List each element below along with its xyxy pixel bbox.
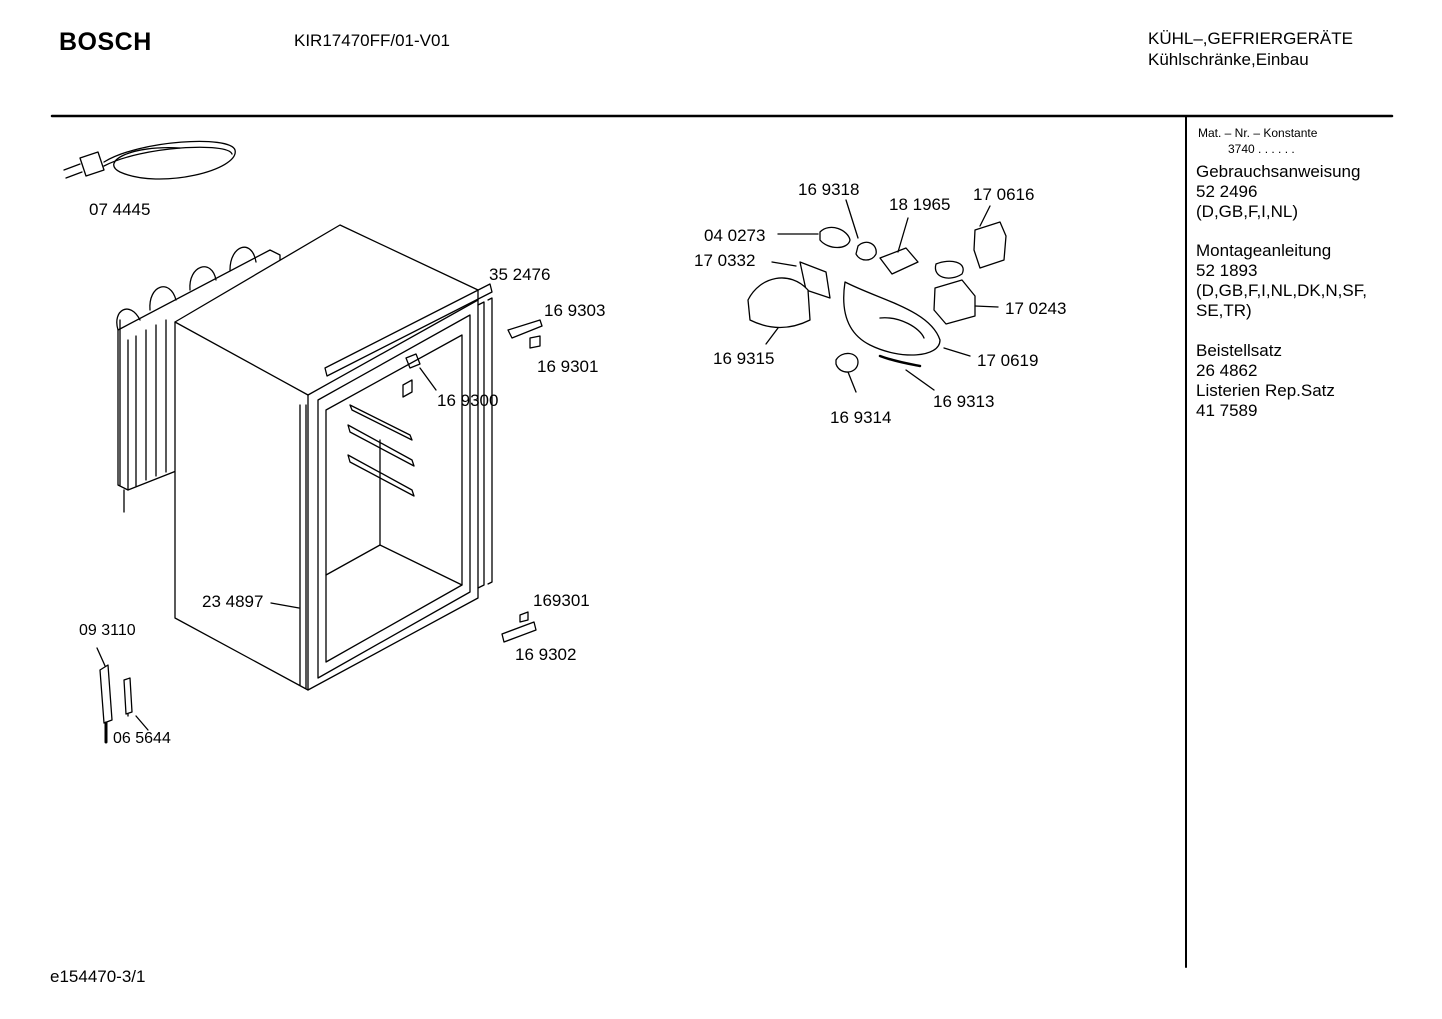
drawing-id: e154470-3/1 xyxy=(50,967,146,986)
part-label: 35 2476 xyxy=(489,265,551,284)
part-label: 16 9313 xyxy=(933,392,995,411)
power-cord-part xyxy=(63,140,236,180)
part-label: 17 0619 xyxy=(977,351,1039,370)
doc-languages-cont: SE,TR) xyxy=(1196,301,1252,320)
part-label: 16 9302 xyxy=(515,645,577,664)
brand-logo: BOSCH xyxy=(59,28,152,56)
category-title: KÜHL–,GEFRIERGERÄTE xyxy=(1148,29,1353,48)
part-label: 04 0273 xyxy=(704,226,766,245)
cabinet-part xyxy=(174,224,493,691)
part-label: 16 9314 xyxy=(830,408,892,427)
doc-title: Listerien Rep.Satz xyxy=(1196,381,1335,400)
doc-languages: (D,GB,F,I,NL,DK,N,SF, xyxy=(1196,281,1367,300)
part-label: 169301 xyxy=(533,591,590,610)
doc-number: 41 7589 xyxy=(1196,401,1258,420)
doc-title: Gebrauchsanweisung xyxy=(1196,162,1361,181)
doc-title: Montageanleitung xyxy=(1196,241,1332,260)
part-label: 23 4897 xyxy=(202,592,264,611)
lamp-assembly-parts xyxy=(747,199,1007,393)
part-label: 16 9303 xyxy=(544,301,606,320)
mat-number-title: Mat. – Nr. – Konstante xyxy=(1198,126,1318,140)
hinge-bracket-parts xyxy=(405,319,543,643)
model-number: KIR17470FF/01-V01 xyxy=(294,31,450,50)
part-label: 17 0243 xyxy=(1005,299,1067,318)
mat-number-value: 3740 . . . . . . xyxy=(1228,142,1295,156)
doc-number: 52 1893 xyxy=(1196,261,1258,280)
part-label: 17 0332 xyxy=(694,251,756,270)
part-label: 16 9315 xyxy=(713,349,775,368)
part-label: 06 5644 xyxy=(113,730,171,747)
sensor-parts xyxy=(96,647,149,744)
doc-number: 26 4862 xyxy=(1196,361,1258,380)
part-label: 09 3110 xyxy=(79,622,136,639)
doc-languages: (D,GB,F,I,NL) xyxy=(1196,202,1299,221)
part-label: 16 9318 xyxy=(798,180,860,199)
part-label: 17 0616 xyxy=(973,185,1035,204)
doc-number: 52 2496 xyxy=(1196,182,1258,201)
part-label: 16 9301 xyxy=(537,357,599,376)
part-label: 16 9300 xyxy=(437,391,499,410)
doc-title: Beistellsatz xyxy=(1196,341,1282,360)
part-label: 18 1965 xyxy=(889,195,951,214)
part-label: 07 4445 xyxy=(89,200,151,219)
category-subtitle: Kühlschränke,Einbau xyxy=(1148,50,1309,69)
